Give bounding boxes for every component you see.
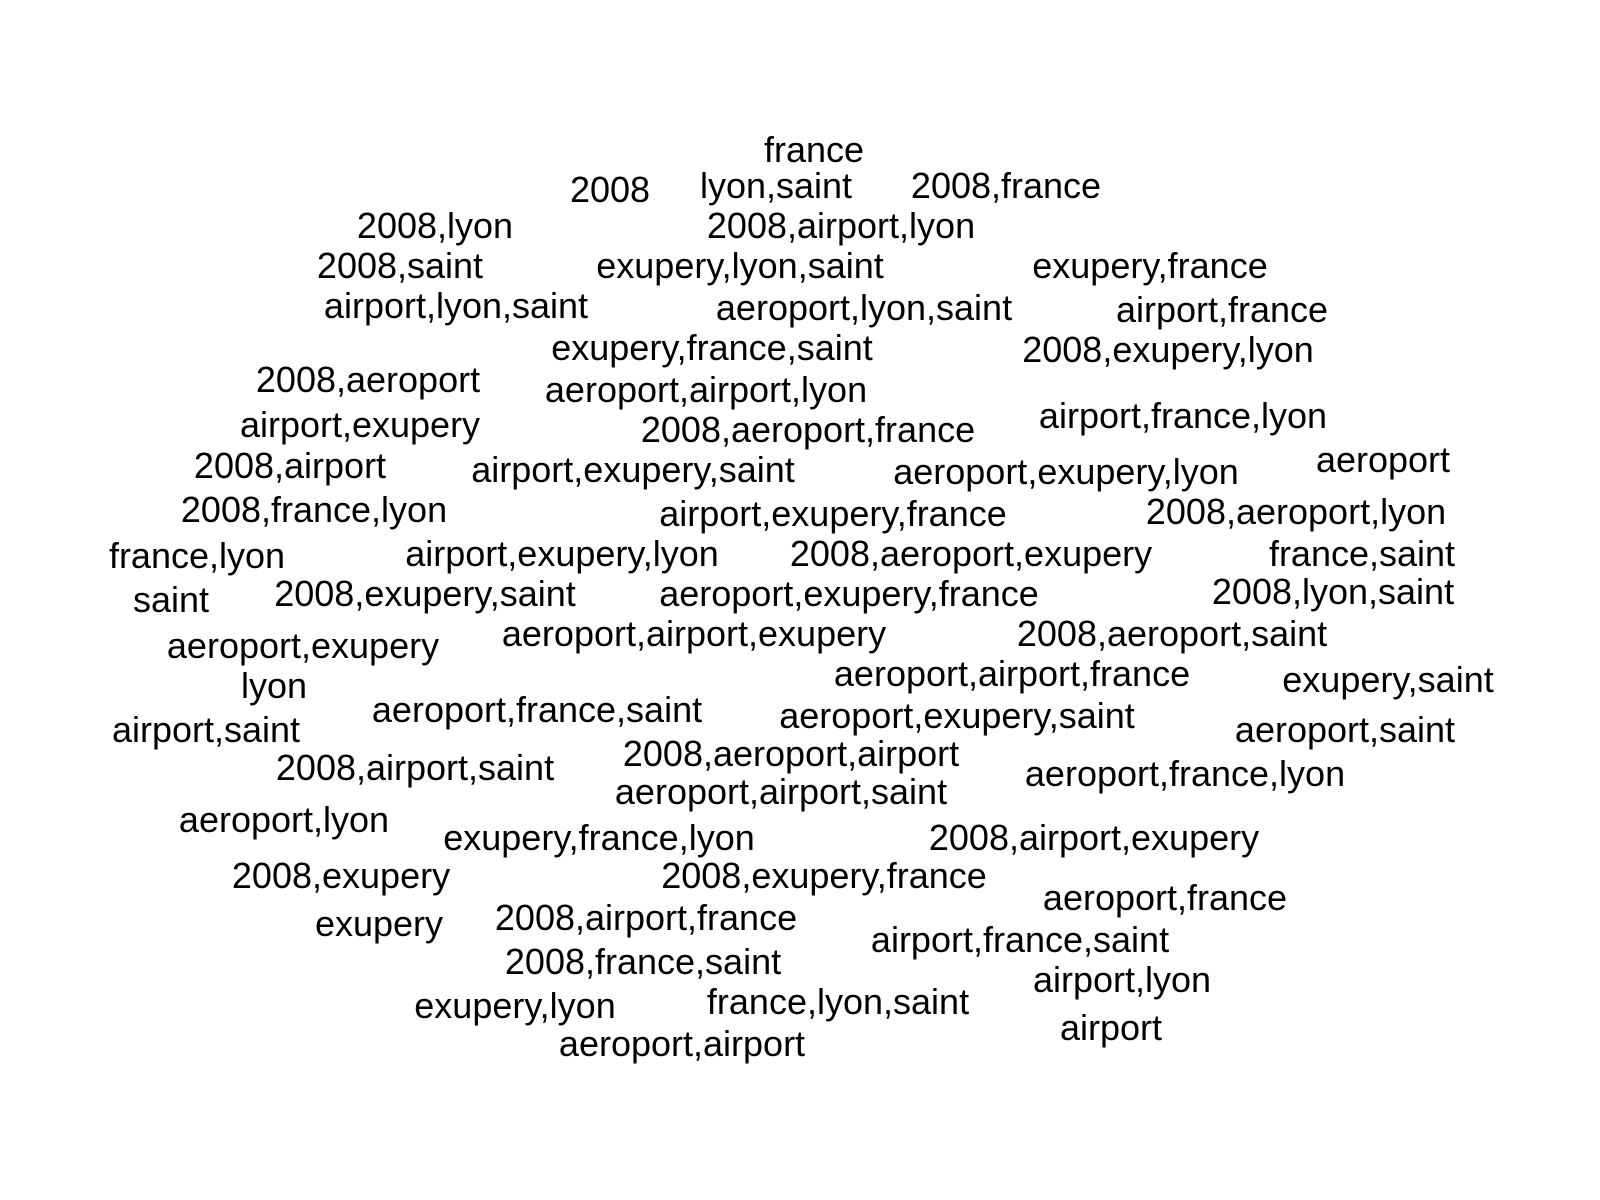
cloud-word: exupery,france,lyon xyxy=(443,817,755,858)
cloud-word: 2008,exupery,lyon xyxy=(1022,329,1314,370)
cloud-word: aeroport,airport,exupery xyxy=(501,613,887,654)
cloud-word: aeroport,lyon xyxy=(178,799,390,840)
cloud-word: airport,exupery xyxy=(239,404,481,445)
cloud-word: aeroport,france xyxy=(1042,877,1288,918)
cloud-word: exupery,lyon xyxy=(414,985,616,1026)
cloud-word: airport xyxy=(1059,1007,1163,1048)
cloud-word: exupery,france,saint xyxy=(551,327,873,368)
cloud-word: 2008,exupery xyxy=(231,855,451,896)
cloud-word: exupery,lyon,saint xyxy=(596,245,884,286)
cloud-word: france,saint xyxy=(1268,533,1456,574)
cloud-word: exupery,saint xyxy=(1282,659,1494,700)
cloud-word: 2008,aeroport xyxy=(255,359,481,400)
cloud-word: airport,france xyxy=(1115,289,1329,330)
cloud-word: 2008,airport,exupery xyxy=(928,817,1260,858)
cloud-word: 2008,airport,france xyxy=(494,897,798,938)
cloud-word: france,lyon,saint xyxy=(706,981,970,1022)
cloud-word: lyon xyxy=(240,665,308,706)
cloud-word: aeroport,exupery,saint xyxy=(779,695,1135,736)
cloud-word: aeroport,lyon,saint xyxy=(715,287,1013,328)
cloud-word: 2008,airport xyxy=(193,445,387,486)
cloud-word: 2008,aeroport,saint xyxy=(1016,613,1328,654)
cloud-word: airport,exupery,france xyxy=(659,493,1007,534)
cloud-word: lyon,saint xyxy=(699,165,853,206)
cloud-word: airport,exupery,saint xyxy=(471,449,795,490)
cloud-word: 2008,lyon xyxy=(356,205,514,246)
cloud-word: aeroport,france,saint xyxy=(371,689,703,730)
cloud-word: airport,lyon,saint xyxy=(323,285,589,326)
cloud-word: 2008,lyon,saint xyxy=(1211,571,1455,612)
cloud-word: 2008,saint xyxy=(316,245,484,286)
cloud-word: 2008,france xyxy=(910,165,1102,206)
cloud-word: airport,france,lyon xyxy=(1038,395,1328,436)
cloud-word: aeroport,airport,lyon xyxy=(544,369,868,410)
cloud-word: aeroport,exupery,lyon xyxy=(893,451,1239,492)
cloud-word: 2008,france,saint xyxy=(504,941,782,982)
cloud-word: aeroport,airport xyxy=(558,1023,806,1064)
cloud-word: airport,saint xyxy=(111,709,301,750)
cloud-word: aeroport xyxy=(1315,439,1451,480)
cloud-word: 2008,airport,saint xyxy=(275,747,555,788)
cloud-word: 2008,aeroport,airport xyxy=(622,733,960,774)
cloud-word: 2008,france,lyon xyxy=(180,489,448,530)
cloud-word: aeroport,airport,france xyxy=(833,653,1191,694)
cloud-word: aeroport,exupery,france xyxy=(659,573,1039,614)
cloud-word: 2008 xyxy=(569,169,651,210)
cloud-word: 2008,aeroport,exupery xyxy=(789,533,1153,574)
cloud-word: airport,exupery,lyon xyxy=(405,533,719,574)
cloud-word: aeroport,exupery xyxy=(166,625,440,666)
cloud-word: exupery,france xyxy=(1032,245,1268,286)
cloud-word: saint xyxy=(132,579,210,620)
cloud-word: france,lyon xyxy=(108,535,286,576)
cloud-word: exupery xyxy=(314,903,444,944)
cloud-word: 2008,airport,lyon xyxy=(706,205,976,246)
cloud-word: 2008,aeroport,lyon xyxy=(1145,491,1447,532)
cloud-word: 2008,exupery,saint xyxy=(274,573,576,614)
cloud-word: airport,lyon xyxy=(1032,959,1212,1000)
cloud-word: aeroport,france,lyon xyxy=(1024,753,1346,794)
cloud-word: aeroport,airport,saint xyxy=(614,771,948,812)
cloud-word: airport,france,saint xyxy=(870,919,1170,960)
cloud-word: france xyxy=(763,129,865,170)
cloud-word: 2008,exupery,france xyxy=(661,855,987,896)
cloud-word: aeroport,saint xyxy=(1234,709,1456,750)
cloud-word: 2008,aeroport,france xyxy=(640,409,976,450)
